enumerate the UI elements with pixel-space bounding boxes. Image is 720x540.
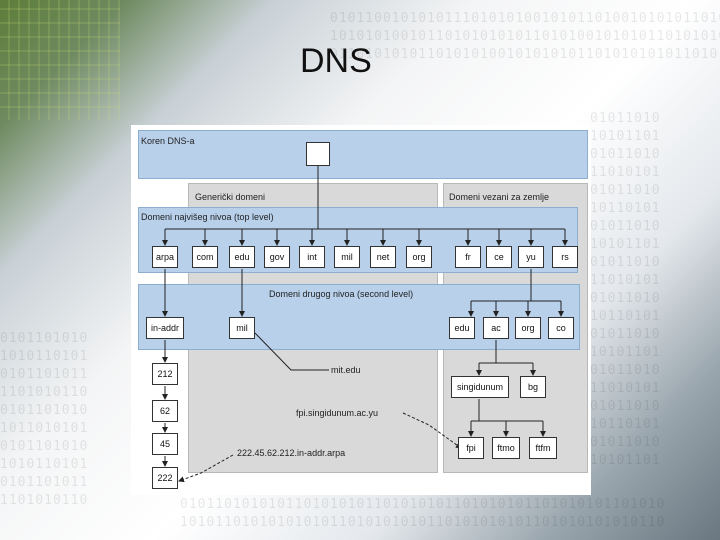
- tld-arpa: arpa: [152, 246, 178, 268]
- sld-edu: edu: [449, 317, 475, 339]
- generic-domains-label: Generički domeni: [195, 192, 266, 202]
- annotation-mit-edu: mit.edu: [331, 365, 361, 375]
- binary-pattern: 0101100101010111010101001010110100101010…: [330, 11, 720, 62]
- root-label: Koren DNS-a: [141, 136, 195, 146]
- node-fpi: fpi: [458, 437, 484, 459]
- tld-edu: edu: [229, 246, 255, 268]
- arpa-node-212: 212: [152, 363, 178, 385]
- tld-org: org: [406, 246, 432, 268]
- root-node: [306, 142, 330, 166]
- slide-title: DNS: [300, 42, 372, 80]
- tld-int: int: [299, 246, 325, 268]
- dns-hierarchy-diagram: Koren DNS-a Generički domeni Domeni veza…: [131, 125, 591, 495]
- arpa-node-45: 45: [152, 433, 178, 455]
- sld-in-addr: in-addr: [146, 317, 184, 339]
- tld-rs: rs: [552, 246, 578, 268]
- tld-net: net: [370, 246, 396, 268]
- connector-lines: [162, 166, 568, 483]
- country-domains-label: Domeni vezani za zemlje: [449, 192, 550, 202]
- root-band: [138, 130, 588, 179]
- sld-ac: ac: [483, 317, 509, 339]
- node-bg: bg: [520, 376, 546, 398]
- top-level-label: Domeni najvišeg nivoa (top level): [141, 212, 274, 222]
- sld-mit: mil: [229, 317, 255, 339]
- annotation-reverse-lookup: 222.45.62.212.in-addr.arpa: [237, 448, 346, 458]
- sld-org: org: [515, 317, 541, 339]
- tld-com: com: [192, 246, 218, 268]
- tld-gov: gov: [264, 246, 290, 268]
- tld-ce: ce: [486, 246, 512, 268]
- binary-pattern-bottom: 0101101010101101010101101010101101010101…: [180, 497, 666, 530]
- arpa-node-62: 62: [152, 400, 178, 422]
- tld-mil: mil: [334, 246, 360, 268]
- arpa-node-222: 222: [152, 467, 178, 489]
- tld-fr: fr: [455, 246, 481, 268]
- second-level-label: Domeni drugog nivoa (second level): [269, 289, 414, 299]
- node-singidunum: singidunum: [451, 376, 509, 398]
- sld-co: co: [548, 317, 574, 339]
- node-ftmo: ftmo: [492, 437, 520, 459]
- node-ftfm: ftfm: [529, 437, 557, 459]
- tld-yu: yu: [518, 246, 544, 268]
- circuit-board-decoration: [0, 0, 120, 120]
- annotation-fpi: fpi.singidunum.ac.yu: [296, 408, 379, 418]
